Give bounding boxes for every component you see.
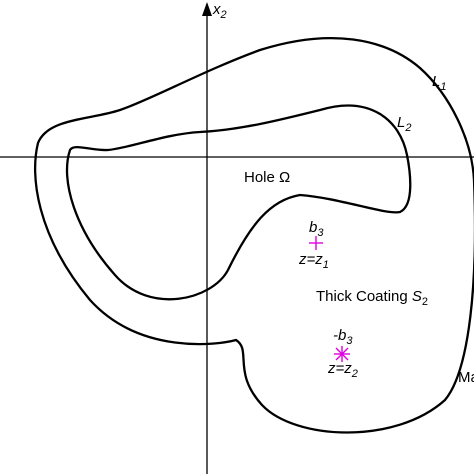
point-z1-label: z=z1: [298, 251, 329, 271]
point-neg-b3-asterisk-marker-icon: [334, 346, 350, 362]
point-neg-b3-label: -b3: [333, 327, 353, 347]
point-b3-plus-marker-icon: [309, 236, 323, 250]
x2-axis-arrow-icon: [202, 2, 212, 16]
coating-label: Thick Coating S2: [316, 288, 428, 308]
inner-curve-label: L2: [397, 114, 411, 134]
hole-label: Hole Ω: [244, 169, 290, 186]
point-b3-label: b3: [309, 219, 324, 239]
matrix-label-partial: Ma: [458, 369, 474, 386]
point-z2-label: z=z2: [327, 360, 358, 380]
outer-boundary-curve-l1: [33, 36, 474, 434]
outer-curve-label: L1: [432, 73, 446, 93]
inner-boundary-curve-l2: [65, 104, 412, 301]
x2-axis-label: x2: [212, 1, 227, 21]
